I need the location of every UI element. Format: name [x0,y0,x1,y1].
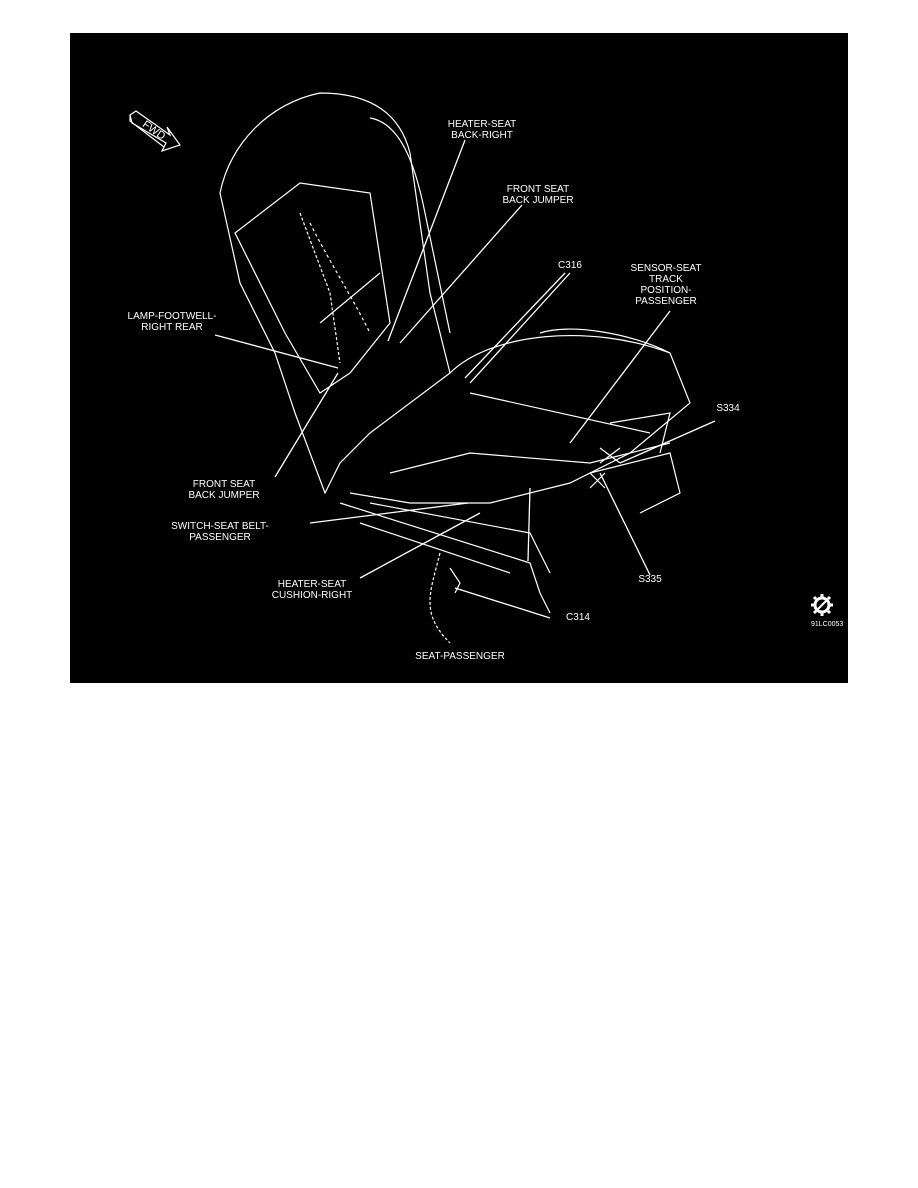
leader-lines [214,139,716,619]
callout-s335: S335 [638,574,662,585]
callout-lamp-footwell-right-rear: LAMP-FOOTWELL-RIGHT REAR [127,311,217,333]
callout-c314: C314 [566,612,590,623]
seat-illustration: FWD [129,92,833,644]
callout-s334: S334 [716,403,740,414]
seat-track-outline [339,412,681,644]
diagram-panel: FWD [70,33,848,683]
seat-cushion-outline [349,328,691,504]
seat-back-outline [219,92,451,495]
figure-code: 91LC0053 [811,621,844,628]
fwd-arrow-icon: FWD [129,110,181,153]
splice-marks [589,447,621,489]
callout-switch-seat-belt-passenger: SWITCH-SEAT BELT-PASSENGER [171,521,269,543]
callout-c316: C316 [558,260,582,271]
figure-title: SEAT-PASSENGER [415,651,505,662]
gear-icon [811,594,833,616]
